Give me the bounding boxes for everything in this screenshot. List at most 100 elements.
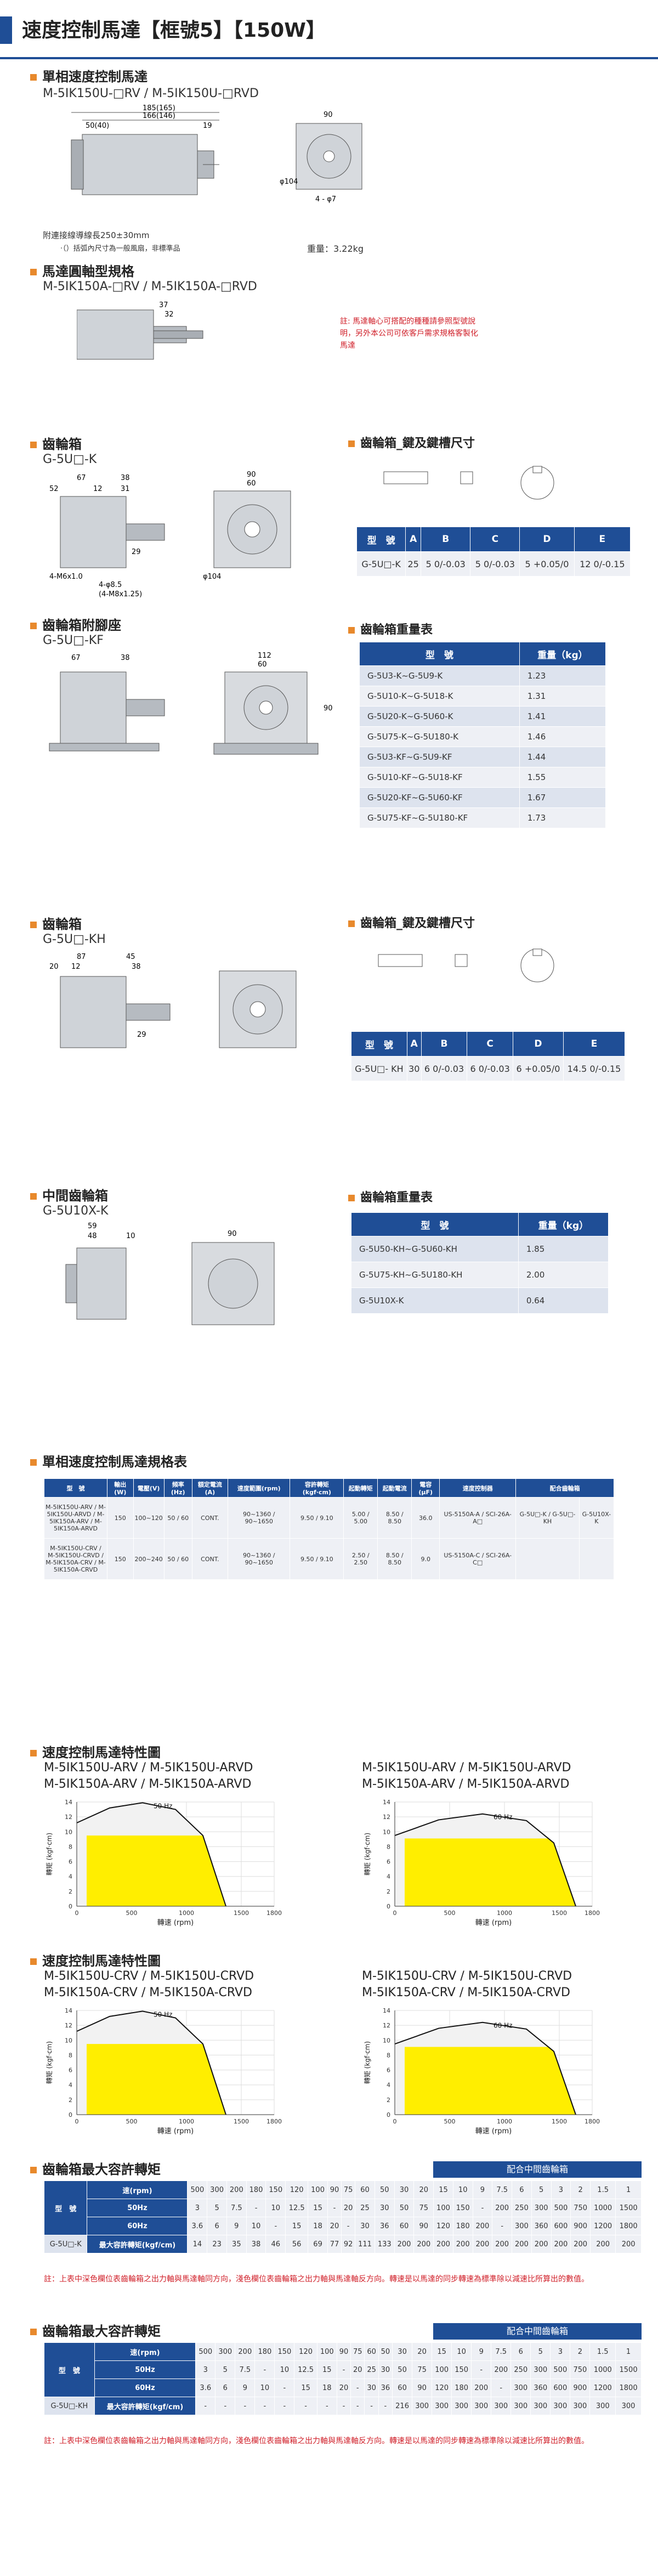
weight-cell: G-5U20-KF~G-5U60-KF	[359, 787, 520, 808]
header-divider	[0, 57, 658, 59]
dim-185: 185(165)	[143, 104, 175, 112]
y-tick-label: 6	[69, 2067, 72, 2074]
intermediate-gearbox-drawing: 59 48 10 90	[65, 1222, 275, 1325]
dim-20: 20	[49, 963, 59, 971]
y-tick-label: 8	[69, 2052, 72, 2059]
x-tick-label: 500	[444, 2118, 456, 2125]
tq-label: 速(rpm)	[94, 2342, 196, 2361]
spec-header: 型 號	[44, 1478, 107, 1498]
y-tick-label: 6	[387, 2067, 390, 2074]
y-tick-label: 2	[69, 2097, 72, 2104]
shaft-note: 註: 馬達軸心可搭配的種種請參照型號說明，另外本公司可依客戶需求規格客製化馬達	[340, 317, 478, 350]
y-tick-label: 8	[69, 1843, 72, 1850]
y-tick-label: 12	[65, 2022, 72, 2029]
mid-gearbox-header: 配合中間齒輪箱	[433, 2161, 642, 2178]
y-tick-label: 0	[69, 1903, 72, 1910]
continuous-region	[87, 2044, 226, 2115]
key-cell: 5 +0.05/0	[519, 551, 575, 577]
series-label: 60 Hz	[494, 2022, 512, 2030]
spec-cell: 50 / 60	[163, 1538, 192, 1580]
weight-cell: G-5U3-K~G-5U9-K	[359, 665, 520, 686]
spec-header: 起動電流	[377, 1478, 412, 1498]
series-label: 50 Hz	[154, 1802, 172, 1810]
dim-29: 29	[137, 1031, 146, 1039]
section-model: G-5U□-KH	[43, 933, 106, 946]
dim-52: 52	[49, 485, 59, 493]
dim-90: 90	[247, 471, 256, 479]
key-header: A	[405, 527, 422, 552]
x-tick-label: 500	[444, 1910, 456, 1917]
x-tick-label: 1500	[552, 2118, 567, 2125]
spec-cell: 200~240	[133, 1538, 164, 1580]
chart-model-line: M-5IK150U-ARV / M-5IK150U-ARVD	[44, 1761, 253, 1775]
spec-cell: 50 / 60	[163, 1497, 192, 1539]
weight-cell: G-5U20-K~G-5U60-K	[359, 706, 520, 727]
tq-label: 最大容許轉矩(kgf/cm)	[94, 2397, 196, 2415]
dim-4-phi7: 4 - φ7	[315, 195, 336, 204]
torque-curve	[76, 2010, 226, 2115]
chart-model-line: M-5IK150A-ARV / M-5IK150A-ARVD	[44, 1777, 252, 1791]
chart-model-line: M-5IK150A-CRV / M-5IK150A-CRVD	[362, 1986, 570, 1999]
y-tick-label: 2	[387, 1888, 390, 1895]
weight-cell: 1.73	[519, 807, 606, 828]
spec-table: 型 號 輸出(W) 電壓(V) 頻率(Hz) 額定電流(A) 速度範圍(rpm)…	[44, 1478, 615, 1580]
torque-curve	[76, 1802, 226, 1907]
dim-phi104: φ104	[280, 178, 298, 186]
x-tick-label: 1800	[266, 2118, 282, 2125]
key-header: E	[574, 527, 631, 552]
y-tick-label: 10	[65, 1828, 72, 1835]
dim-67: 67	[77, 474, 86, 482]
x-tick-label: 1800	[585, 2118, 600, 2125]
continuous-region	[405, 2047, 576, 2115]
dim-phi8-5: 4-φ8.5	[99, 581, 122, 589]
tq-label: 速(rpm)	[87, 2180, 188, 2199]
y-axis-label: 轉矩 (kgf·cm)	[364, 2041, 371, 2084]
y-tick-label: 14	[383, 2007, 390, 2014]
dim-48: 48	[88, 1232, 97, 1240]
chart-model-line: M-5IK150U-CRV / M-5IK150U-CRVD	[362, 1969, 572, 1983]
section-model: M-5IK150U-□RV / M-5IK150U-□RVD	[43, 87, 259, 100]
key-header: E	[563, 1031, 625, 1057]
x-tick-label: 0	[393, 1910, 397, 1917]
spec-cell: 5.00 / 5.00	[343, 1497, 378, 1539]
x-axis-label: 轉速 (rpm)	[475, 2127, 512, 2136]
page-title: 速度控制馬達【框號5】【150W】	[22, 19, 326, 42]
y-tick-label: 2	[387, 2097, 390, 2104]
y-tick-label: 2	[69, 1888, 72, 1895]
spec-header: 額定電流(A)	[191, 1478, 229, 1498]
weight-header: 重量（kg）	[519, 642, 606, 666]
dim-60: 60	[258, 660, 267, 669]
spec-cell: 100~120	[133, 1497, 164, 1539]
weight-cell: 0.64	[518, 1287, 609, 1314]
gearbox-kh-drawing: 87 45 38 20 12 29	[49, 953, 297, 1048]
x-axis-label: 轉速 (rpm)	[475, 1919, 512, 1927]
y-tick-label: 10	[383, 2037, 390, 2044]
spec-cell: 2.50 / 2.50	[343, 1538, 378, 1580]
key-header: 型 號	[351, 1031, 407, 1057]
weight-header: 重量（kg）	[518, 1212, 609, 1236]
torque-curve	[394, 1813, 576, 1907]
chart-model-line: M-5IK150A-ARV / M-5IK150A-ARVD	[362, 1777, 570, 1791]
spec-cell: G-5U10X-K	[578, 1497, 615, 1539]
spec-header: 容許轉矩(kgf·cm)	[290, 1478, 344, 1498]
section-title-max-torque: 齒輪箱最大容許轉矩	[30, 2320, 161, 2340]
x-tick-label: 1000	[497, 2118, 512, 2125]
dim-112: 112	[258, 652, 271, 660]
dim-90: 90	[228, 1230, 237, 1238]
chart-model-line: M-5IK150U-ARV / M-5IK150U-ARVD	[362, 1761, 571, 1775]
section-title-spec-table: 單相速度控制馬達規格表	[30, 1451, 187, 1470]
tq-label: 型 號	[43, 2180, 88, 2235]
dim-59: 59	[88, 1222, 97, 1230]
fan-note: ·（）括弧內尺寸為一般風扇，非標準品	[60, 245, 180, 253]
x-tick-label: 0	[393, 2118, 397, 2125]
spec-header: 輸出(W)	[107, 1478, 134, 1498]
key-cell: 25	[405, 551, 422, 577]
section-title-single-phase-motor: 單相速度控制馬達	[30, 66, 148, 85]
dim-50: 50(40)	[86, 122, 109, 130]
tq-label: 60Hz	[94, 2379, 196, 2397]
x-tick-label: 1000	[179, 1910, 194, 1917]
